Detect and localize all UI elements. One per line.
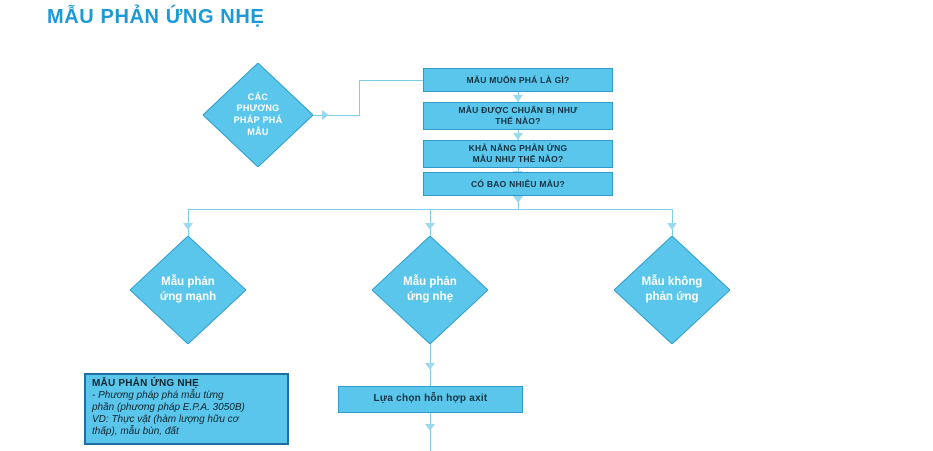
- edge-riser-to-box1: [359, 80, 423, 81]
- arrow-bus-mid-icon: [425, 223, 435, 230]
- box-acid-selection-label: Lựa chọn hỗn hợp axit: [373, 393, 488, 405]
- box-acid-selection[interactable]: Lựa chọn hỗn hợp axit: [338, 386, 523, 413]
- note-title: MẪU PHẢN ỨNG NHẸ: [92, 378, 200, 389]
- edge-root-to-riser: [313, 115, 359, 116]
- box-question-3-label: KHẢ NĂNG PHẢN ỨNG MẪU NHƯ THẾ NÀO?: [468, 143, 568, 164]
- diamond-mild-reaction[interactable]: Mẫu phản ứng nhẹ: [372, 236, 488, 344]
- arrow-bus-left-icon: [183, 223, 193, 230]
- page-title: MẪU PHẢN ỨNG NHẸ: [47, 6, 265, 28]
- box-question-2-label: MẪU ĐƯỢC CHUẨN BỊ NHƯ THẾ NÀO?: [458, 105, 578, 126]
- box-question-2[interactable]: MẪU ĐƯỢC CHUẨN BỊ NHƯ THẾ NÀO?: [423, 102, 613, 130]
- edge-q4-to-bus: [518, 196, 519, 210]
- box-question-1[interactable]: MẪU MUỐN PHÁ LÀ GÌ?: [423, 68, 613, 92]
- edge-riser-vertical: [359, 80, 360, 116]
- diamond-shape-icon: [130, 236, 246, 344]
- arrow-mild-down-icon: [425, 363, 435, 370]
- diamond-shape-icon: [372, 236, 488, 344]
- note-body: - Phương pháp phá mẫu từng phần (phương …: [92, 389, 245, 438]
- arrow-q4-down-icon: [513, 196, 523, 203]
- arrow-acid-down-icon: [425, 424, 435, 431]
- arrow-root-right-icon: [322, 110, 329, 120]
- diamond-strong-reaction[interactable]: Mẫu phản ứng mạnh: [130, 236, 246, 344]
- diamond-no-reaction[interactable]: Mẫu không phản ứng: [614, 236, 730, 344]
- arrow-bus-right-icon: [667, 223, 677, 230]
- diamond-shape-icon: [614, 236, 730, 344]
- arrow-q2-q3-icon: [513, 133, 523, 140]
- arrow-q1-q2-icon: [513, 95, 523, 102]
- edge-acid-down: [430, 413, 431, 451]
- box-question-3[interactable]: KHẢ NĂNG PHẢN ỨNG MẪU NHƯ THẾ NÀO?: [423, 140, 613, 168]
- diamond-shape-icon: [203, 63, 313, 167]
- diamond-root-methods[interactable]: CÁC PHƯƠNG PHÁP PHÁ MẪU: [203, 63, 313, 167]
- box-question-4[interactable]: CÓ BAO NHIÊU MẪU?: [423, 172, 613, 196]
- box-question-4-label: CÓ BAO NHIÊU MẪU?: [471, 178, 565, 189]
- note-box-mild-reaction[interactable]: MẪU PHẢN ỨNG NHẸ - Phương pháp phá mẫu t…: [84, 373, 289, 445]
- box-question-1-label: MẪU MUỐN PHÁ LÀ GÌ?: [466, 74, 570, 85]
